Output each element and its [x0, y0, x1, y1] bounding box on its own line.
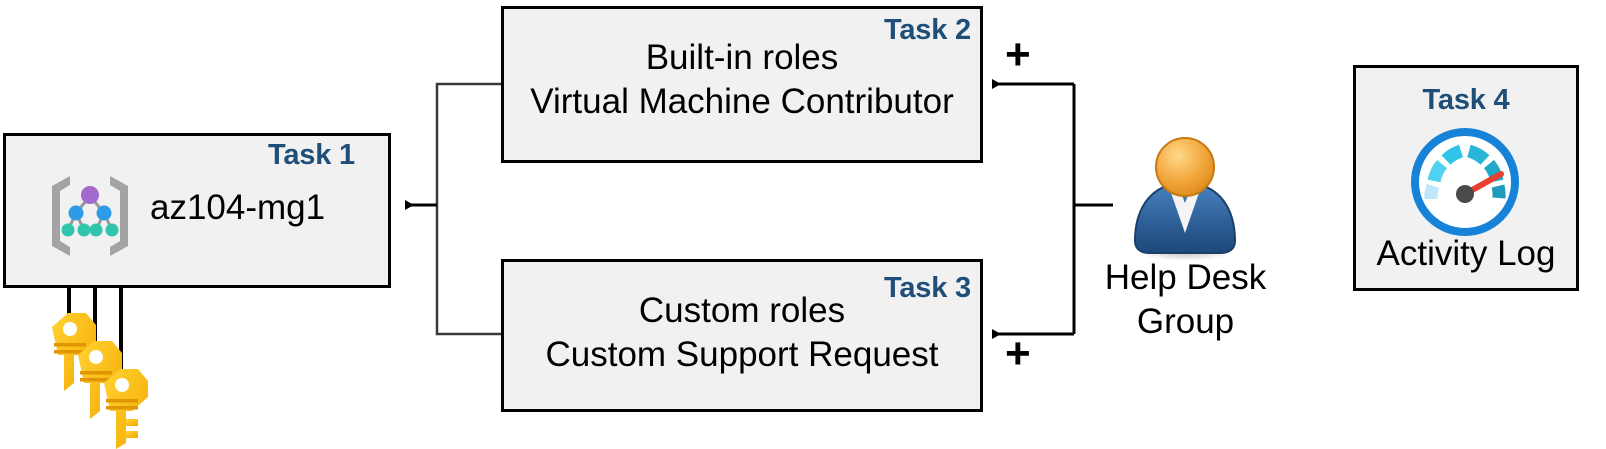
task-1-title: az104-mg1 — [150, 188, 326, 227]
task-2-box[interactable] — [501, 6, 983, 163]
plus-icon-bottom: + — [1005, 329, 1031, 378]
task-3-tag: Task 3 — [884, 272, 971, 304]
plus-icon-top: + — [1005, 30, 1031, 79]
task-1-tag: Task 1 — [268, 139, 355, 171]
task-2-line-1: Built-in roles — [645, 38, 839, 77]
task-2-tag: Task 2 — [884, 14, 971, 46]
task-4-tag: Task 4 — [1422, 84, 1510, 116]
management-group-icon — [52, 176, 128, 256]
keys-icon — [52, 313, 148, 449]
actor-label: Help Desk Group — [1078, 256, 1293, 344]
task-2-line-2: Virtual Machine Contributor — [530, 82, 954, 121]
task-3-box[interactable] — [501, 259, 983, 412]
task-1-box[interactable] — [3, 133, 391, 288]
gauge-icon — [1411, 128, 1519, 236]
task-4-label: Activity Log — [1376, 234, 1556, 273]
actor-label-line-1: Help Desk — [1104, 258, 1267, 297]
actor-label-line-2: Group — [1136, 302, 1235, 341]
user-icon — [1133, 137, 1237, 261]
task-3-line-1: Custom roles — [638, 291, 846, 330]
task-3-line-2: Custom Support Request — [545, 335, 939, 374]
